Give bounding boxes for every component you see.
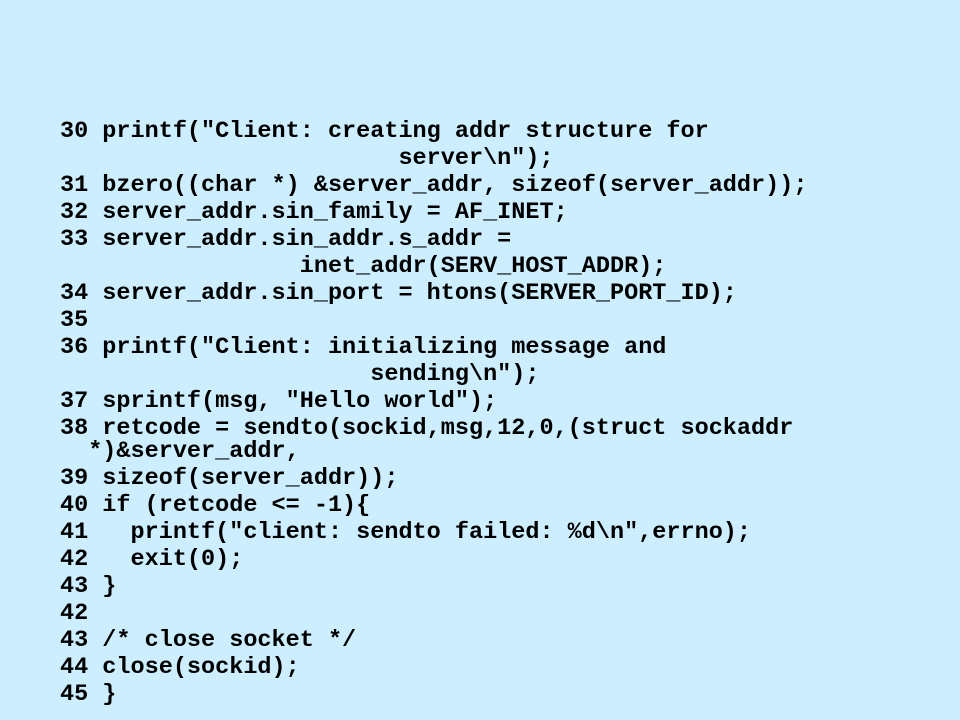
- code-line-31: 31 bzero((char *) &server_addr, sizeof(s…: [60, 172, 808, 199]
- code-line-38: 38 retcode = sendto(sockid,msg,12,0,(str…: [60, 415, 794, 442]
- code-line-36-continued: sending\n");: [60, 361, 540, 388]
- code-listing: 30 printf("Client: creating addr structu…: [60, 118, 940, 708]
- code-line-44: 44 close(sockid);: [60, 654, 300, 681]
- code-line-30-continued: server\n");: [60, 145, 554, 172]
- code-line-34: 34 server_addr.sin_port = htons(SERVER_P…: [60, 280, 737, 307]
- code-line-36: 36 printf("Client: initializing message …: [60, 334, 667, 361]
- code-line-42b: 42: [60, 600, 89, 627]
- code-line-40: 40 if (retcode <= -1){: [60, 492, 371, 519]
- code-line-41: 41 printf("client: sendto failed: %d\n",…: [60, 519, 752, 546]
- code-line-38-continued: *)&server_addr,: [60, 438, 300, 465]
- code-line-37: 37 sprintf(msg, "Hello world");: [60, 388, 498, 415]
- code-line-42: 42 exit(0);: [60, 546, 244, 573]
- code-line-43: 43 }: [60, 573, 117, 600]
- code-line-33-continued: inet_addr(SERV_HOST_ADDR);: [60, 253, 667, 280]
- code-line-35: 35: [60, 307, 89, 334]
- code-line-39: 39 sizeof(server_addr));: [60, 465, 399, 492]
- code-line-30: 30 printf("Client: creating addr structu…: [60, 118, 709, 145]
- code-line-43b: 43 /* close socket */: [60, 627, 357, 654]
- code-line-32: 32 server_addr.sin_family = AF_INET;: [60, 199, 568, 226]
- code-line-45: 45 }: [60, 681, 117, 708]
- code-line-33: 33 server_addr.sin_addr.s_addr =: [60, 226, 512, 253]
